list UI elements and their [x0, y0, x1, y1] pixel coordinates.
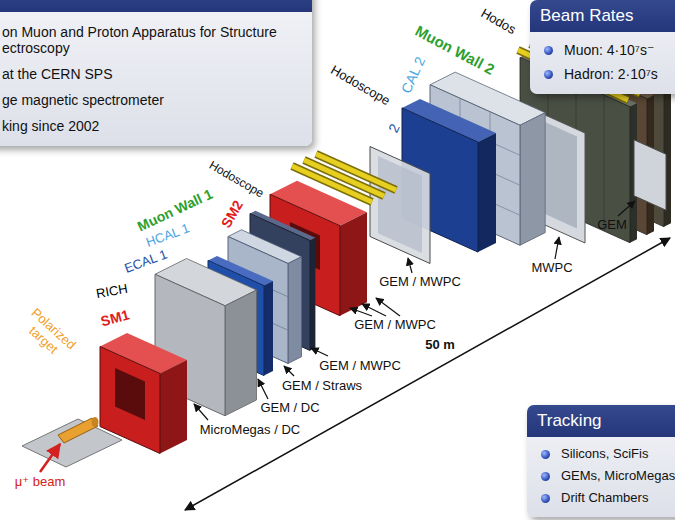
- part-name: CAL 2: [398, 54, 429, 96]
- bullet: [541, 472, 550, 481]
- beam-name: μ⁺ beam: [15, 475, 65, 490]
- leader-arrow: [350, 308, 372, 316]
- list-text: Drift Chambers: [561, 490, 648, 505]
- detector-name: GEM / DC: [260, 401, 319, 416]
- list-item: Silicons, SciFis: [561, 443, 675, 465]
- info-box: on Muon and Proton Apparatus for Structu…: [0, 0, 312, 146]
- hodoscope-bar: [316, 154, 396, 190]
- gem-detector: [634, 140, 666, 210]
- bullet: [544, 70, 553, 79]
- part-name: Hodos: [478, 6, 518, 38]
- part-name: Polarized target: [14, 302, 82, 367]
- part-name: Hodoscope: [328, 63, 392, 109]
- list-item: Muon: 4·10⁷s⁻: [564, 38, 675, 62]
- tracker-window: [378, 156, 422, 253]
- list-text: king since 2002: [2, 118, 99, 134]
- ecal-side: [264, 281, 273, 376]
- target-end: [92, 417, 99, 427]
- detector-name: MWPC: [531, 261, 572, 276]
- list-text: Hadron: 2·10⁷s: [564, 66, 658, 82]
- detector-name: GEM: [597, 218, 627, 233]
- bullet: [544, 46, 553, 55]
- box-title: Tracking: [537, 405, 675, 437]
- box-body: Silicons, SciFisGEMs, MicroMegasDrift Ch…: [527, 437, 675, 517]
- target-platform: [22, 419, 122, 467]
- magnet-name: SM1: [99, 307, 131, 330]
- box-header: Beam Rates: [530, 0, 675, 32]
- list-text: Silicons, SciFis: [561, 446, 648, 461]
- box-body: on Muon and Proton Apparatus for Structu…: [0, 12, 312, 146]
- ecal-side: [478, 133, 496, 252]
- list-text: GEMs, MicroMegas: [561, 468, 675, 483]
- box-body: Muon: 4·10⁷s⁻ Hadron: 2·10⁷s: [530, 32, 675, 94]
- detector-name: MicroMegas / DC: [200, 423, 300, 438]
- part-name: ECAL 1: [123, 247, 170, 276]
- part-name: RICH: [95, 282, 129, 302]
- bullet: [541, 494, 550, 503]
- magnet-gap: [115, 368, 145, 420]
- target-cell: [58, 418, 98, 443]
- leader-arrow: [555, 237, 559, 259]
- bullet: [541, 450, 550, 459]
- hcal-side: [520, 113, 545, 246]
- slab-seam: [604, 95, 605, 231]
- detector-name: GEM / MWPC: [354, 318, 436, 333]
- leader-arrow: [194, 404, 208, 420]
- list-text: ge magnetic spectrometer: [2, 92, 164, 108]
- leader-arrow: [284, 366, 294, 376]
- dimension: 50 m: [425, 338, 455, 353]
- list-text: on Muon and Proton Apparatus for Structu…: [2, 24, 277, 56]
- detector-name: GEM / MWPC: [379, 275, 461, 290]
- detector-name: GEM / Straws: [282, 379, 362, 394]
- list-text: Muon: 4·10⁷s⁻: [564, 42, 654, 58]
- box-header: [0, 0, 312, 12]
- rich-side: [225, 290, 257, 416]
- leader-arrow: [408, 258, 412, 273]
- magnet-side: [340, 212, 367, 316]
- magnet-side: [160, 360, 187, 454]
- list-item: king since 2002: [2, 118, 302, 134]
- list-item: at the CERN SPS: [2, 66, 302, 82]
- beam-rates-box: Beam RatesMuon: 4·10⁷s⁻ Hadron: 2·10⁷s: [530, 0, 675, 94]
- box-title: Beam Rates: [540, 0, 675, 32]
- list-item: Drift Chambers: [561, 487, 675, 509]
- list-item: GEMs, MicroMegas: [561, 465, 675, 487]
- leader-arrow: [362, 304, 386, 316]
- list-item: on Muon and Proton Apparatus for Structu…: [2, 24, 302, 56]
- leader-arrow: [311, 348, 328, 356]
- box-header: Tracking: [527, 405, 675, 437]
- beam-arrow: [40, 444, 60, 472]
- part-name: 2: [385, 121, 403, 135]
- leader-arrow: [618, 201, 635, 216]
- list-item: Hadron: 2·10⁷s: [564, 62, 675, 86]
- hodoscope-bar-shadow: [316, 154, 396, 190]
- detector-name: GEM / MWPC: [319, 359, 401, 374]
- tracker-frame: [370, 147, 430, 264]
- leader-arrow: [258, 379, 268, 399]
- muon-wall-side: [310, 238, 315, 351]
- list-text: at the CERN SPS: [2, 66, 113, 82]
- leader-arrow: [376, 298, 400, 316]
- part-name: Muon Wall 2: [413, 22, 498, 78]
- hcal-side: [288, 257, 302, 364]
- list-item: ge magnetic spectrometer: [2, 92, 302, 108]
- part-name: Hodoscope: [206, 159, 265, 201]
- magnet-name: SM2: [218, 198, 246, 231]
- tracking-box: TrackingSilicons, SciFisGEMs, MicroMegas…: [527, 405, 675, 517]
